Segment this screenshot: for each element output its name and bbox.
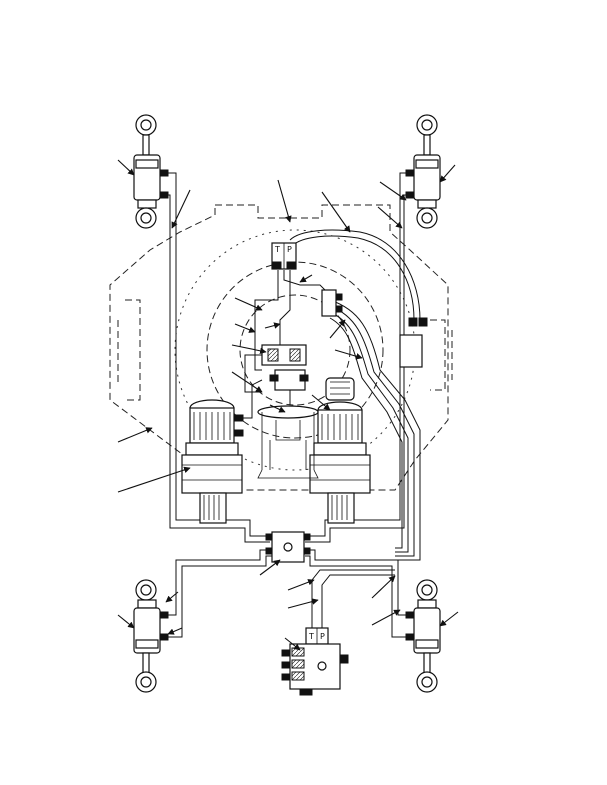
callout-leader bbox=[117, 614, 135, 629]
callout-leader bbox=[259, 559, 281, 576]
rear-distribution-block bbox=[265, 531, 311, 563]
callout-leader bbox=[287, 579, 315, 591]
lift-cylinder-rear-left bbox=[133, 579, 169, 693]
bottom-valve-port-p: P bbox=[320, 632, 325, 641]
callout-leader bbox=[117, 159, 135, 176]
callout-leader bbox=[231, 344, 267, 355]
callout-leader bbox=[231, 371, 263, 393]
callout-leader bbox=[117, 427, 153, 443]
top-valve-port-t: T bbox=[274, 245, 280, 254]
callout-leader bbox=[371, 575, 396, 599]
lift-cylinder-front-left bbox=[133, 114, 169, 229]
callout-leader bbox=[299, 274, 313, 283]
callout-leader bbox=[277, 179, 292, 223]
callout-leader bbox=[377, 206, 403, 229]
callout-leader bbox=[439, 611, 459, 627]
callout-leader bbox=[311, 394, 331, 411]
central-pedestal bbox=[257, 405, 319, 479]
callout-leader bbox=[334, 349, 363, 360]
callout-leader bbox=[171, 189, 191, 229]
callout-leaders bbox=[117, 159, 459, 651]
callout-leader bbox=[329, 319, 346, 339]
callout-leader bbox=[234, 297, 263, 311]
drive-motor-right bbox=[309, 377, 371, 524]
callout-leader bbox=[167, 627, 183, 635]
callout-leader bbox=[439, 164, 456, 183]
bottom-control-valve: T P bbox=[281, 569, 395, 696]
callout-leader bbox=[371, 609, 401, 626]
bottom-valve-port-t: T bbox=[308, 632, 314, 641]
control-valve-block bbox=[244, 344, 309, 405]
callout-leader bbox=[269, 404, 286, 413]
callout-leader bbox=[165, 591, 179, 603]
drive-motor-left bbox=[181, 379, 263, 524]
callout-leader bbox=[264, 322, 281, 329]
callout-leader bbox=[234, 323, 256, 333]
reservoir-tank bbox=[399, 317, 428, 368]
lift-cylinder-front-right bbox=[405, 114, 441, 229]
callout-leader bbox=[379, 181, 407, 201]
callout-leader bbox=[287, 598, 319, 609]
lift-cylinder-rear-right bbox=[405, 579, 441, 693]
callout-leader bbox=[321, 191, 351, 233]
upper-manifold-block bbox=[321, 289, 343, 317]
chassis-frame-outline bbox=[109, 204, 453, 491]
callout-leader bbox=[284, 637, 301, 651]
rotary-swivel-manifold: T P bbox=[254, 242, 331, 371]
top-valve-port-p: P bbox=[287, 245, 292, 254]
callout-leader bbox=[117, 466, 191, 493]
